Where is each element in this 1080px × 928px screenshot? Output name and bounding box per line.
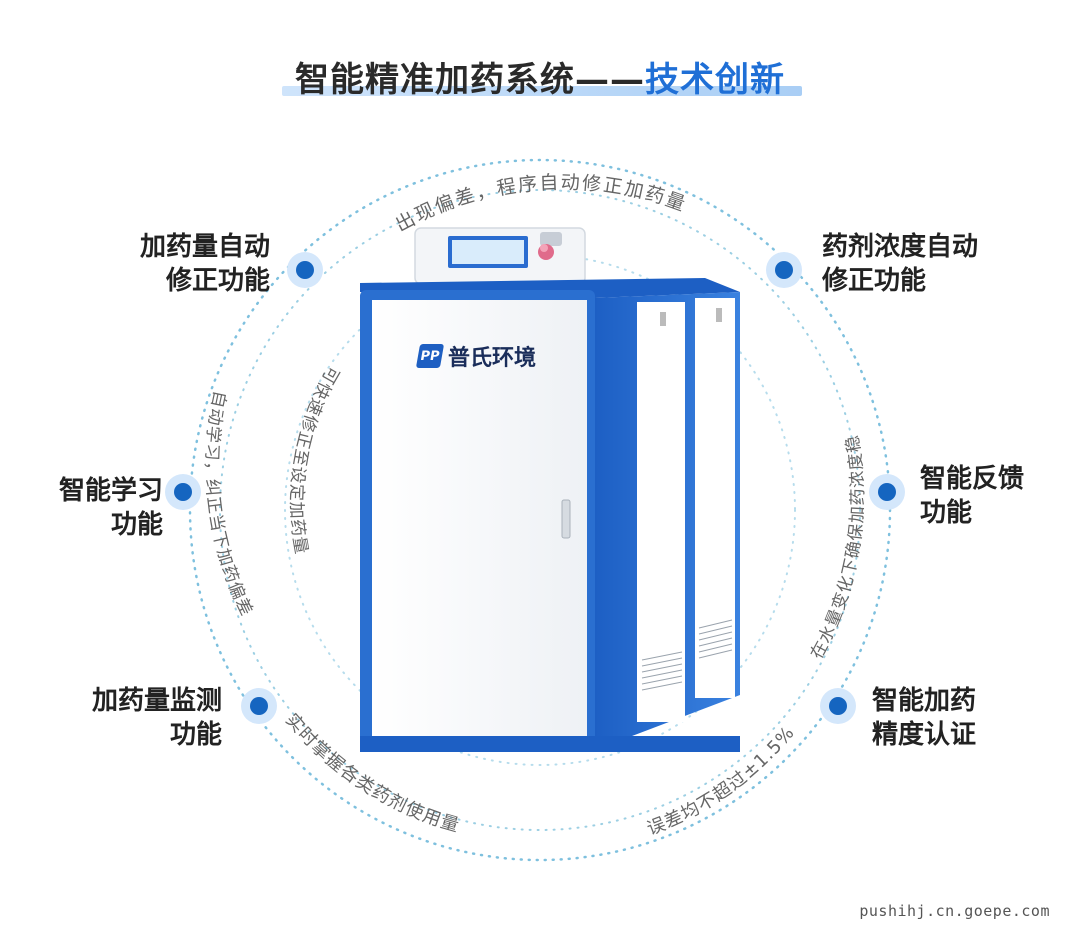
feature-line1: 智能加药: [872, 686, 977, 716]
dot-icon: [165, 474, 201, 510]
vent-grille-1: [641, 651, 683, 691]
button-housing: [540, 232, 562, 246]
side-door-2-handle: [716, 308, 722, 322]
title-main: 智能精准加药系统——: [295, 60, 645, 100]
feature-line1: 智能学习: [58, 476, 163, 506]
arc-text-left-inner: 可快速修正至设定加药量: [286, 362, 343, 556]
arc-text-left-outer: 自动学习，纠正当下加药偏差: [201, 389, 256, 620]
arc-text-right: 在水量变化下确保加药浓度稳: [807, 433, 868, 662]
arc-text-top: 出现偏差，程序自动修正加药量: [392, 172, 690, 237]
touch-screen-display: [452, 240, 524, 264]
feature-line2: 修正功能: [822, 266, 927, 296]
footer-domain: pushihj.cn.goepe.com: [859, 902, 1050, 920]
feature-line2: 修正功能: [165, 266, 270, 296]
dot-icon: [241, 688, 277, 724]
feature-dosage-monitoring: 加药量监测 功能: [62, 684, 222, 752]
feature-line2: 功能: [920, 498, 973, 528]
dot-icon: [287, 252, 323, 288]
title-highlight: 技术创新: [645, 60, 785, 100]
vent-grille-2: [698, 619, 733, 659]
logo-icon: PP: [415, 344, 445, 368]
cabinet-front-door: [372, 300, 587, 740]
dosing-cabinet: [360, 227, 740, 752]
feature-smart-feedback: 智能反馈 功能: [920, 462, 1050, 530]
title-underline: [282, 86, 802, 96]
page-title: 智能精准加药系统——技术创新: [0, 52, 1080, 101]
middle-ring: [219, 189, 861, 831]
feature-line2: 精度认证: [872, 720, 977, 750]
cabinet-base: [360, 736, 740, 752]
feature-concentration-auto-correction: 药剂浓度自动 修正功能: [822, 230, 1012, 298]
dot-icon: [820, 688, 856, 724]
side-door-1-handle: [660, 312, 666, 326]
feature-dosage-auto-correction: 加药量自动 修正功能: [110, 230, 270, 298]
feature-line1: 智能反馈: [920, 464, 1025, 494]
feature-line1: 加药量监测: [91, 686, 222, 716]
feature-dosing-precision-certification: 智能加药 精度认证: [872, 684, 1022, 752]
feature-line2: 功能: [169, 720, 222, 750]
feature-line1: 加药量自动: [139, 232, 270, 262]
side-door-2: [695, 298, 735, 698]
dot-icon: [869, 474, 905, 510]
brand-name: 普氏环境: [448, 346, 537, 371]
feature-line2: 功能: [110, 510, 163, 540]
brand-logo: PP 普氏环境: [415, 340, 537, 372]
side-door-1: [637, 302, 685, 722]
emergency-stop-highlight: [540, 244, 548, 252]
feature-line1: 药剂浓度自动: [822, 232, 979, 262]
dot-icon: [766, 252, 802, 288]
outer-ring: [188, 158, 892, 862]
feature-dots: [165, 252, 905, 724]
feature-smart-learning: 智能学习 功能: [30, 474, 163, 542]
front-door-handle: [561, 499, 571, 539]
